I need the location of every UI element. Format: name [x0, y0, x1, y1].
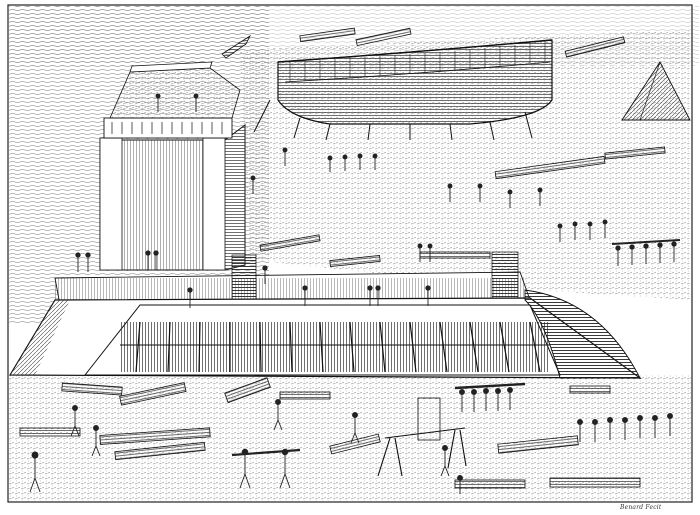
dry-dock-basin: [8, 289, 642, 379]
saw-trestle: [377, 397, 467, 477]
worker: [350, 412, 360, 444]
worker: [29, 451, 41, 493]
quay-platform: [54, 251, 531, 306]
tent: [621, 61, 691, 121]
stair-right: [491, 251, 519, 301]
workers: [29, 93, 681, 494]
yard-timbers: [259, 27, 666, 268]
worker-group-right: [577, 413, 673, 442]
worker-group-middle: [250, 147, 608, 262]
worker: [91, 425, 101, 457]
workers-on-quay: [75, 250, 431, 308]
boat: [221, 34, 252, 59]
timber-pieces: [19, 377, 641, 489]
worker: [457, 475, 463, 494]
worker: [273, 399, 283, 431]
timber-carriers: [454, 382, 526, 412]
worker-row-upper-right: [611, 239, 681, 266]
worker: [70, 405, 80, 437]
worker: [440, 445, 450, 477]
worker: [239, 448, 251, 489]
workers-on-tower: [155, 93, 199, 112]
stair-left: [231, 254, 257, 301]
tower: [99, 61, 246, 271]
ship-hull: [253, 39, 553, 141]
engraver-credit-right: Benard Fecit: [620, 504, 662, 511]
